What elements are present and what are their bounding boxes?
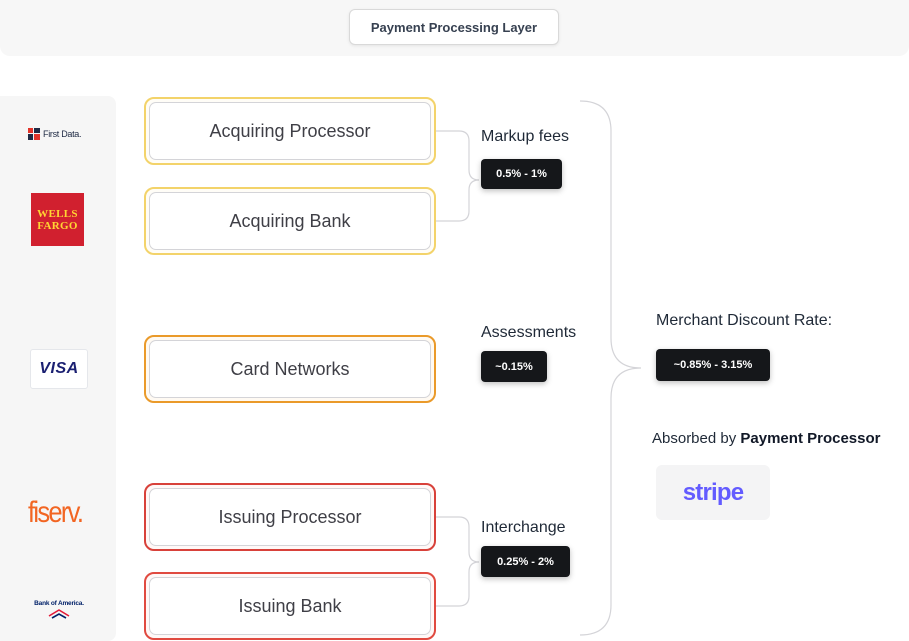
issuing-bank-label: Issuing Bank bbox=[149, 577, 431, 635]
layer-title: Payment Processing Layer bbox=[349, 9, 559, 45]
absorbed-by-emphasis: Payment Processor bbox=[740, 430, 881, 447]
wells-fargo-line2: FARGO bbox=[37, 219, 78, 232]
markup-fees-label: Markup fees bbox=[481, 128, 570, 145]
visa-wordmark: VISA bbox=[39, 360, 79, 377]
issuing-processor-box: Issuing Processor bbox=[144, 483, 436, 551]
card-networks-label: Card Networks bbox=[149, 340, 431, 398]
interchange-badge: 0.25% - 2% bbox=[481, 546, 570, 577]
assessments-badge: ~0.15% bbox=[481, 351, 547, 382]
acquiring-bank-label: Acquiring Bank bbox=[149, 192, 431, 250]
first-data-mark-icon bbox=[28, 128, 40, 140]
stripe-wordmark: stripe bbox=[682, 478, 744, 506]
wells-fargo-logo: WELLS FARGO bbox=[31, 193, 84, 246]
bank-of-america-flag-icon bbox=[48, 609, 70, 619]
fiserv-wordmark: fiserv. bbox=[28, 496, 84, 529]
bank-of-america-wordmark: Bank of America. bbox=[34, 600, 84, 607]
markup-fees-badge: 0.5% - 1% bbox=[481, 159, 562, 189]
merchant-discount-rate-badge: ~0.85% - 3.15% bbox=[656, 349, 770, 381]
interchange-label: Interchange bbox=[481, 519, 566, 536]
bank-of-america-logo: Bank of America. bbox=[30, 600, 88, 619]
acquiring-processor-label: Acquiring Processor bbox=[149, 102, 431, 160]
card-networks-box: Card Networks bbox=[144, 335, 436, 403]
stripe-logo: stripe bbox=[656, 465, 770, 520]
wells-fargo-line1: WELLS bbox=[37, 207, 78, 220]
fiserv-logo: fiserv. bbox=[28, 496, 92, 530]
merchant-discount-rate-label: Merchant Discount Rate: bbox=[656, 312, 833, 329]
acquiring-processor-box: Acquiring Processor bbox=[144, 97, 436, 165]
issuing-bank-box: Issuing Bank bbox=[144, 572, 436, 640]
assessments-label: Assessments bbox=[481, 324, 577, 341]
first-data-wordmark: First Data. bbox=[43, 129, 82, 139]
acquiring-bank-box: Acquiring Bank bbox=[144, 187, 436, 255]
issuing-processor-label: Issuing Processor bbox=[149, 488, 431, 546]
absorbed-by-prefix: Absorbed by bbox=[652, 430, 737, 447]
first-data-logo: First Data. bbox=[28, 125, 82, 143]
visa-logo: VISA bbox=[30, 349, 88, 389]
absorbed-by-text: Absorbed by Payment Processor bbox=[652, 430, 880, 447]
